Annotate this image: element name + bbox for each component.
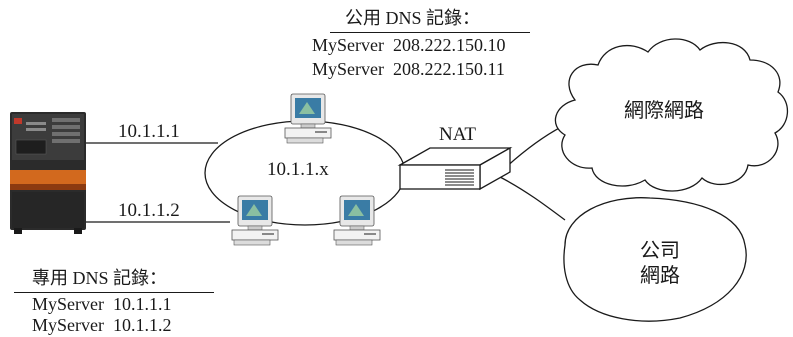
server-ip-1: 10.1.1.1	[118, 121, 180, 142]
company-cloud-label-line2: 網路	[640, 265, 680, 287]
private-dns-underline	[14, 292, 214, 293]
lan-label: 10.1.1.x	[267, 159, 329, 180]
private-dns-title: 專用 DNS 記錄：	[32, 268, 168, 288]
internet-cloud-label: 網際網路	[624, 100, 704, 122]
public-dns-underline	[330, 32, 530, 33]
private-dns-entry-1: MyServer 10.1.1.1	[32, 294, 172, 314]
server-tower	[10, 112, 86, 234]
server-ip-2: 10.1.1.2	[118, 200, 180, 221]
public-dns-title: 公用 DNS 記錄：	[345, 8, 481, 28]
public-dns-entry-2: MyServer 208.222.150.11	[312, 59, 505, 79]
private-dns-entry-2: MyServer 10.1.1.2	[32, 315, 172, 335]
nat-to-internet-link	[504, 124, 566, 169]
company-cloud-label-line1: 公司	[640, 240, 680, 262]
nat-label: NAT	[439, 124, 476, 145]
company-cloud	[563, 197, 747, 322]
workstation-bottom-right	[333, 195, 381, 246]
internet-cloud	[554, 38, 789, 192]
nat-to-company-link	[499, 176, 566, 221]
workstation-bottom-left	[231, 195, 279, 246]
nat-device	[397, 146, 513, 191]
workstation-top	[284, 93, 332, 144]
public-dns-entry-1: MyServer 208.222.150.10	[312, 35, 506, 55]
